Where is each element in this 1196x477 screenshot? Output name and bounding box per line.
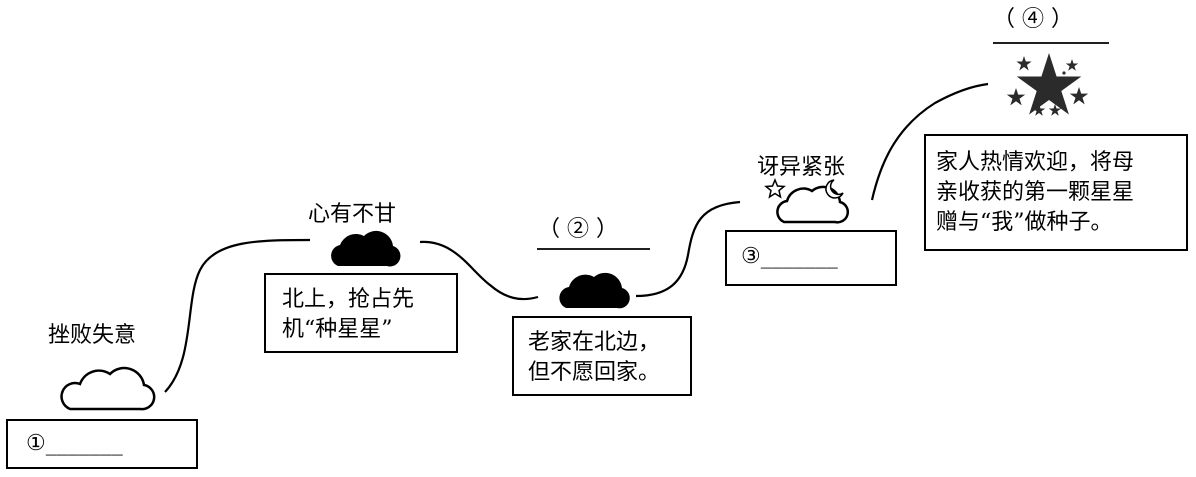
emotion-path-2 — [419, 240, 539, 301]
mood-label-5: （ ④ ） — [993, 7, 1073, 32]
cloud-outline-star-moon-icon — [764, 178, 849, 224]
event-box-4: ③_______ — [725, 230, 897, 286]
small-star-icon — [1016, 56, 1032, 71]
event-line: 家人热情欢迎，将母 — [936, 150, 1135, 175]
event-line: 老家在北边， — [528, 330, 661, 355]
event-line: 赠与“我”做种子。 — [936, 210, 1113, 235]
emotion-path-3 — [635, 200, 741, 298]
big-star-icon — [1016, 53, 1082, 115]
small-star-icon — [1065, 59, 1079, 71]
cloud-filled-icon — [559, 272, 630, 309]
event-line: 但不愿回家。 — [528, 360, 661, 385]
small-star-icon — [1032, 104, 1046, 116]
moon-icon — [825, 179, 844, 199]
mood-label-3: （ ② ） — [538, 217, 618, 242]
emotion-path-1 — [164, 238, 311, 393]
small-star-icon — [1048, 104, 1062, 116]
cloud-outline-icon — [60, 366, 156, 411]
event-box-3: 老家在北边， 但不愿回家。 — [512, 316, 692, 396]
small-star-icon — [1006, 88, 1026, 106]
cloud-filled-icon — [331, 230, 401, 267]
star-cluster-icon — [1006, 53, 1089, 116]
answer-blank-1: ①_______ — [26, 431, 123, 456]
event-line: 亲收获的第一颗星星 — [936, 180, 1135, 205]
small-star-icon — [1069, 87, 1089, 105]
event-box-5: 家人热情欢迎，将母 亲收获的第一颗星星 赠与“我”做种子。 — [924, 134, 1188, 251]
emotion-path-4 — [870, 82, 989, 201]
event-line: 北上，抢占先 — [282, 287, 415, 312]
mood-label-2: 心有不甘 — [308, 202, 397, 227]
event-box-1: ①_______ — [6, 419, 198, 469]
event-box-2: 北上，抢占先 机“种星星” — [264, 273, 458, 353]
mood-label-1: 挫败失意 — [48, 323, 137, 348]
small-star-icon — [764, 178, 786, 199]
answer-blank-3: ③_______ — [741, 244, 838, 269]
mood-label-4: 讶异紧张 — [757, 155, 846, 180]
event-line: 机“种星星” — [282, 317, 393, 342]
